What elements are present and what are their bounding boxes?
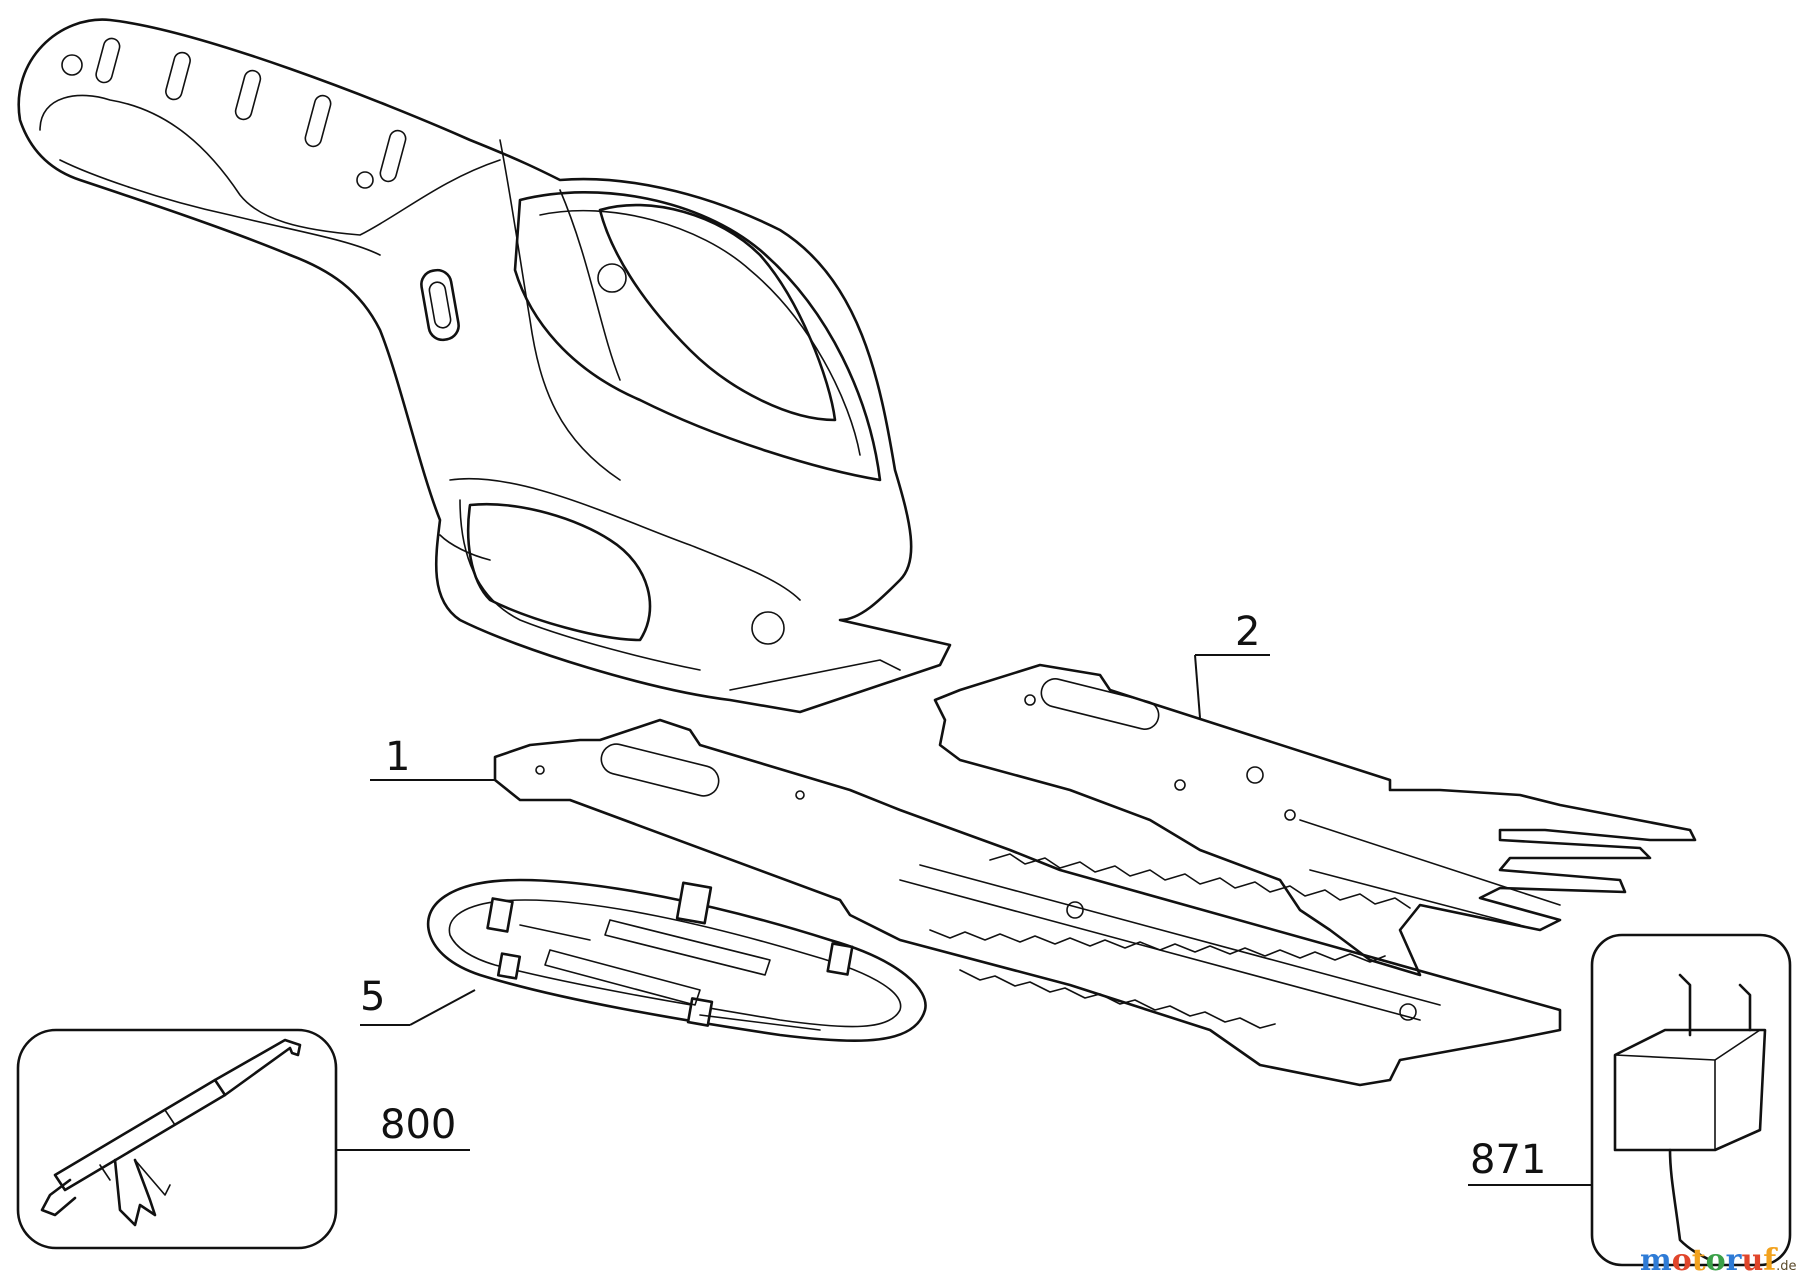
label-part-2: 2 xyxy=(1235,609,1260,655)
callout-1: 1 xyxy=(370,734,495,781)
label-part-871: 871 xyxy=(1470,1137,1546,1183)
label-part-800: 800 xyxy=(380,1102,456,1148)
blade-1-hedge-blade xyxy=(493,718,1562,1087)
callout-2: 2 xyxy=(1194,609,1270,719)
blade-2-grass-shear xyxy=(933,663,1697,977)
watermark-logo: motoruf.de xyxy=(1640,1243,1797,1278)
wm-letter: u xyxy=(1741,1243,1763,1278)
wm-letter: r xyxy=(1726,1243,1743,1278)
watermark-text: motoruf.de xyxy=(1640,1243,1797,1278)
label-part-1: 1 xyxy=(385,734,410,780)
wm-letter: o xyxy=(1706,1243,1726,1278)
wm-letter: t xyxy=(1692,1243,1706,1278)
wm-letter: f xyxy=(1763,1243,1778,1278)
charger-871-box xyxy=(1590,933,1792,1267)
callout-800: 800 xyxy=(336,1102,470,1151)
callout-5: 5 xyxy=(360,974,476,1026)
label-part-5: 5 xyxy=(360,974,385,1020)
callout-871: 871 xyxy=(1468,1137,1592,1186)
wm-letter: o xyxy=(1672,1243,1692,1278)
wm-letter: m xyxy=(1640,1243,1672,1278)
blade-cover-5 xyxy=(427,878,927,1043)
trimmer-body xyxy=(17,18,952,714)
wm-suffix: .de xyxy=(1776,1259,1796,1274)
tool-800-oiler-box xyxy=(16,1028,338,1250)
